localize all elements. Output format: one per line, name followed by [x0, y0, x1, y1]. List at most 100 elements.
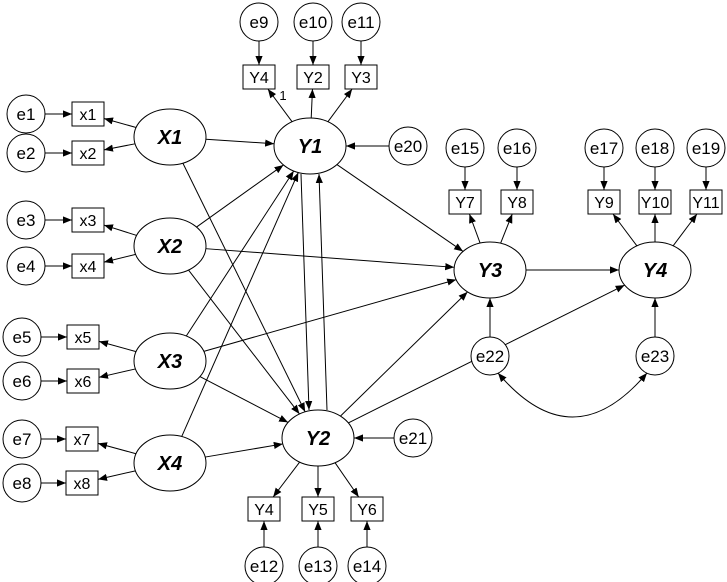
- error-circle: [2, 463, 42, 503]
- indicator-x1: x1: [71, 101, 105, 127]
- indicator-y10: Y10: [638, 189, 672, 215]
- path-x4-to-x7: [97, 442, 137, 455]
- path-x3-to-x5: [98, 340, 137, 353]
- indicator-box: [344, 64, 378, 90]
- error-e11: e11: [341, 2, 381, 42]
- latent-y1: Y1: [273, 117, 347, 175]
- latent-label: X2: [157, 236, 182, 258]
- latent-ellipse: [133, 108, 207, 166]
- error-label: e14: [353, 557, 381, 576]
- path-x3-to-x6: [98, 368, 136, 379]
- error-e4: e4: [6, 246, 46, 286]
- error-e18: e18: [635, 128, 675, 168]
- error-circle: [2, 419, 42, 459]
- latent-ellipse: [281, 409, 355, 467]
- path-y2-to-y1: [315, 173, 328, 411]
- error-circle: [6, 246, 46, 286]
- path-y1-to-y3: [336, 164, 464, 252]
- path-x3-to-y1: [185, 170, 295, 337]
- indicator-label: x8: [74, 476, 91, 493]
- indicator-box: [71, 101, 105, 127]
- indicator-box: [350, 496, 384, 522]
- error-circle: [686, 128, 726, 168]
- indicator-y4b: Y4: [247, 496, 281, 522]
- latent-ellipse: [618, 241, 692, 299]
- error-e22: e22: [470, 336, 510, 376]
- path-x3-to-y2: [199, 376, 289, 423]
- error-label: e19: [692, 139, 720, 158]
- error-e15: e15: [445, 128, 485, 168]
- path-y1-to-y2: [300, 173, 313, 411]
- error-label: e6: [13, 372, 32, 391]
- error-label: e22: [476, 347, 504, 366]
- indicator-label: x5: [75, 330, 92, 347]
- path-y4-to-y9: [612, 213, 638, 247]
- error-label: e3: [17, 211, 36, 230]
- indicator-box: [65, 426, 99, 452]
- error-e3: e3: [6, 200, 46, 240]
- indicator-y6: Y6: [350, 496, 384, 522]
- indicator-x7: x7: [65, 426, 99, 452]
- latent-x1: X1: [133, 108, 207, 166]
- error-label: e7: [13, 430, 32, 449]
- error-circle: [293, 2, 333, 42]
- path-x4-to-y2: [205, 441, 283, 458]
- error-label: e12: [250, 557, 278, 576]
- path-x1-to-y2: [182, 162, 306, 413]
- error-circle: [584, 128, 624, 168]
- path-x2-to-x4: [103, 253, 136, 264]
- path-x3-to-y3: [203, 278, 457, 352]
- indicator-box: [65, 470, 99, 496]
- error-circle: [2, 361, 42, 401]
- error-circle: [6, 200, 46, 240]
- latent-label: Y3: [478, 260, 502, 282]
- indicator-box: [448, 189, 482, 215]
- path-x2-to-y3: [205, 248, 455, 271]
- error-e19: e19: [686, 128, 726, 168]
- indicator-label: x2: [80, 146, 97, 163]
- indicator-box: [247, 496, 281, 522]
- indicator-box: [638, 189, 672, 215]
- path-labels-layer: 1: [279, 88, 286, 103]
- latent-ellipse: [273, 117, 347, 175]
- error-circle: [388, 126, 428, 166]
- path-y2-to-y3: [340, 291, 468, 417]
- latent-x4: X4: [133, 434, 207, 492]
- indicator-label: x3: [80, 213, 97, 230]
- error-e9: e9: [239, 2, 279, 42]
- latent-x3: X3: [133, 332, 207, 390]
- indicator-y2a: Y2: [296, 64, 330, 90]
- indicator-label: x1: [80, 107, 97, 124]
- path-x2-to-y2: [188, 269, 300, 415]
- latent-y3: Y3: [453, 241, 527, 299]
- error-label: e17: [590, 139, 618, 158]
- indicator-label: Y5: [308, 502, 328, 519]
- latent-label: Y4: [643, 260, 667, 282]
- paths-layer: [41, 41, 710, 547]
- error-label: e1: [17, 105, 36, 124]
- latent-label: Y2: [306, 428, 330, 450]
- error-e6: e6: [2, 361, 42, 401]
- error-label: e11: [347, 13, 374, 32]
- path-y4-to-y11: [672, 213, 698, 247]
- error-e17: e17: [584, 128, 624, 168]
- indicator-box: [296, 64, 330, 90]
- indicator-x6: x6: [66, 368, 100, 394]
- error-circle: [244, 546, 284, 582]
- error-e12: e12: [244, 546, 284, 582]
- path-y2-to-y4b: [272, 461, 301, 498]
- indicator-label: Y11: [692, 195, 719, 212]
- error-circle: [341, 2, 381, 42]
- latent-label: Y1: [298, 136, 322, 158]
- indicator-y7: Y7: [448, 189, 482, 215]
- indicator-label: Y4: [254, 502, 274, 519]
- error-e20: e20: [388, 126, 428, 166]
- indicator-label: x7: [74, 432, 91, 449]
- error-label: e18: [641, 139, 669, 158]
- latent-ellipse: [133, 217, 207, 275]
- error-label: e2: [17, 144, 36, 163]
- error-circle: [635, 336, 675, 376]
- indicator-box: [587, 189, 621, 215]
